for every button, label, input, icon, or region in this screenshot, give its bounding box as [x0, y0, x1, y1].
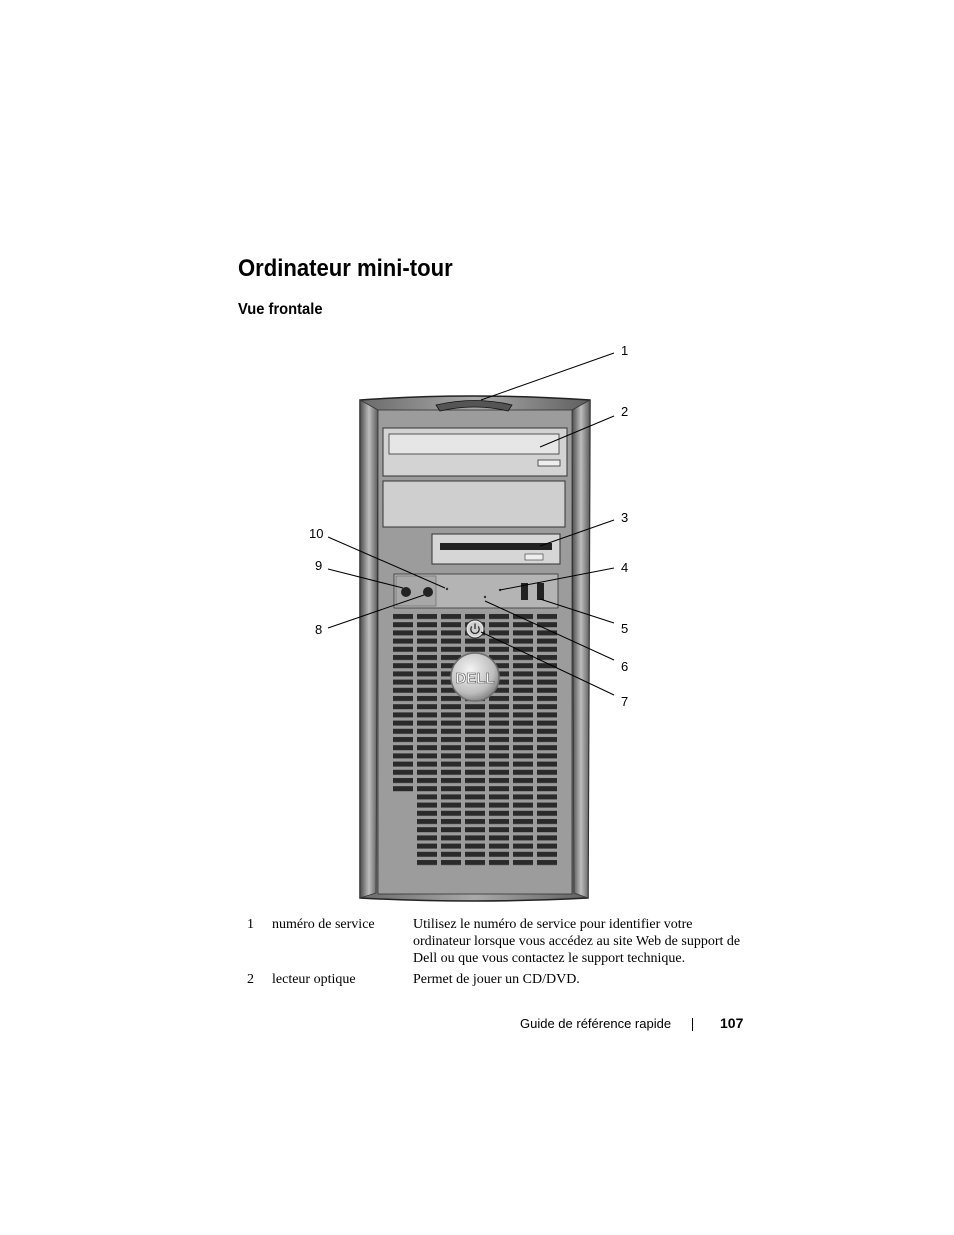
- footer-separator: [692, 1018, 693, 1031]
- callout-9: 9: [315, 558, 322, 573]
- svg-text:DELL: DELL: [455, 670, 494, 687]
- microphone-jack[interactable]: [401, 587, 411, 597]
- service-tag: [435, 400, 513, 412]
- callout-3: 3: [621, 510, 628, 525]
- front-io-panel: [393, 573, 559, 609]
- callout-5: 5: [621, 621, 628, 636]
- description-text: Utilisez le numéro de service pour ident…: [413, 917, 741, 966]
- section-title: Vue frontale: [238, 301, 323, 318]
- floppy-drive: [431, 533, 561, 565]
- usb-port-1[interactable]: [521, 583, 528, 600]
- callout-8: 8: [315, 622, 322, 637]
- power-light: [445, 587, 449, 591]
- empty-drive-bay: [382, 480, 566, 528]
- footer-guide-title: Guide de référence rapide: [520, 1016, 672, 1031]
- description-name: numéro de service: [272, 917, 375, 932]
- usb-port-2[interactable]: [537, 583, 544, 600]
- front-vents: [392, 613, 560, 867]
- description-name: lecteur optique: [272, 972, 356, 987]
- callout-numbers: 1 2 3 4 5 6 7 10 9 8: [309, 343, 628, 709]
- optical-drive: [382, 427, 568, 477]
- drive-activity-light: [483, 595, 487, 599]
- description-text: Permet de jouer un CD/DVD.: [413, 972, 580, 987]
- description-number: 1: [247, 917, 254, 932]
- callout-1: 1: [621, 343, 628, 358]
- callout-7: 7: [621, 694, 628, 709]
- callout-leader-lines: [327, 352, 615, 696]
- computer-front-view-figure: DELL 1 2 3 4 5 6 7 10 9 8: [309, 343, 628, 902]
- callout-2: 2: [621, 404, 628, 419]
- power-button[interactable]: [465, 619, 485, 639]
- callout-6: 6: [621, 659, 628, 674]
- callout-10: 10: [309, 526, 323, 541]
- description-row: 1 numéro de service Utilisez le numéro d…: [0, 916, 954, 972]
- description-number: 2: [247, 972, 254, 987]
- page-title: Ordinateur mini-tour: [238, 255, 453, 282]
- callout-4: 4: [621, 560, 628, 575]
- description-row: 2 lecteur optique Permet de jouer un CD/…: [0, 971, 954, 991]
- page-number: 107: [720, 1015, 744, 1031]
- dell-logo: DELL: [450, 652, 500, 702]
- headphone-jack[interactable]: [423, 587, 433, 597]
